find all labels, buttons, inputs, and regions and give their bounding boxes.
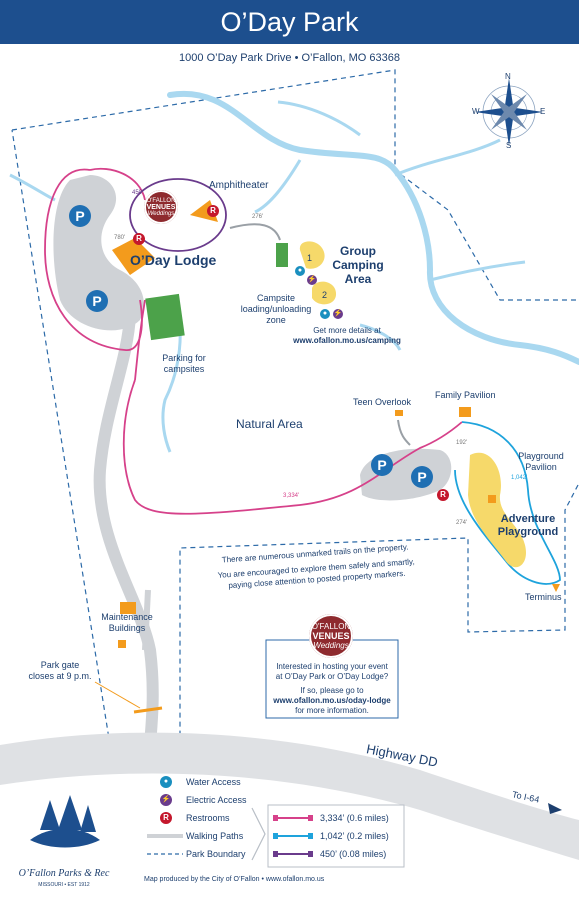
creek-branch-b <box>254 159 302 214</box>
playground-pavilion-structure <box>488 495 496 503</box>
legend-lightning-bolt-icon: ⚡ <box>160 794 172 806</box>
distance-label-780: 780' <box>114 235 126 241</box>
lightning-bolt-icon-site2: ⚡ <box>333 309 343 319</box>
distance-label-pink: 3,334' <box>283 493 300 499</box>
creek-branch-g <box>9 173 56 202</box>
restroom-icon-east: R <box>437 489 449 501</box>
legend-cyan-trail-label: 1,042’ (0.2 miles) <box>320 831 389 841</box>
distance-label-purple: 450' <box>132 190 144 196</box>
page-title: O’Day Park <box>0 0 579 44</box>
compass-s: S <box>506 141 512 150</box>
legend-pink-trail-label: 3,334’ (0.6 miles) <box>320 813 389 823</box>
distance-label-276: 276' <box>252 214 264 220</box>
teen-overlook-label: Teen Overlook <box>353 397 412 407</box>
restroom-icon-lodge: R <box>133 233 145 245</box>
restroom-icon-amphitheater: R <box>207 205 219 217</box>
pink-trail <box>44 168 463 515</box>
camping-site-2 <box>312 281 337 305</box>
compass-e: E <box>540 107 546 116</box>
campsite-parking-lot <box>145 293 185 341</box>
legend-walking-label: Walking Paths <box>186 831 244 841</box>
compass-n: N <box>505 72 511 81</box>
map-credit: Map produced by the City of O’Fallon • w… <box>144 876 325 883</box>
legend-electric-label: Electric Access <box>186 795 247 805</box>
creek-main <box>167 90 579 365</box>
walking-path-teen <box>397 419 411 446</box>
parking-icon-lodge-north: P <box>69 205 91 227</box>
family-pavilion-label: Family Pavilion <box>435 390 496 400</box>
oday-lodge-label: O’Day Lodge <box>130 252 217 268</box>
pink-trail-loop <box>89 167 146 381</box>
creek-branch-a <box>277 100 361 137</box>
purple-trail-loop <box>129 178 227 252</box>
legend-cyan-swatch <box>273 833 313 839</box>
legend-restroom-icon: R <box>160 812 172 824</box>
distance-label-cyan: 1,042' <box>511 475 528 481</box>
parking-icon-east-1: P <box>371 454 393 476</box>
park-road <box>93 314 159 746</box>
legend-purple-trail-label: 450’ (0.08 miles) <box>320 849 387 859</box>
maintenance-road <box>142 589 151 651</box>
legend-boundary-label: Park Boundary <box>186 849 246 859</box>
parking-icon-lodge-south: P <box>86 290 108 312</box>
legend-water-label: Water Access <box>186 777 241 787</box>
cyan-trail <box>454 421 561 585</box>
camp-site-number-2: 2 <box>322 290 328 300</box>
teen-overlook-structure <box>395 410 403 416</box>
creek-branch-e <box>359 323 402 351</box>
park-gate-bar <box>133 706 163 714</box>
creek-branch-c <box>394 138 501 177</box>
camping-site-1 <box>299 241 325 269</box>
terminus-label: Terminus <box>525 592 562 602</box>
legend-restrooms-label: Restrooms <box>186 813 230 823</box>
creek-branch-d <box>429 260 526 282</box>
compass-rose <box>475 78 543 146</box>
venues-info-text: Interested in hosting your event at O’Da… <box>273 662 391 715</box>
maintenance-building-1 <box>120 602 136 614</box>
parks-rec-logo-graphic <box>30 795 100 848</box>
legend-bracket <box>251 807 266 861</box>
compass-w: W <box>472 107 480 116</box>
lodge-building <box>112 238 155 275</box>
parks-rec-logo-subtext: MISSOURI • EST 1912 <box>38 882 90 888</box>
parking-icon-east-2: P <box>411 466 433 488</box>
water-drop-icon-site2: ● <box>320 309 330 319</box>
highway-dd <box>0 732 579 860</box>
family-pavilion-structure <box>459 407 471 417</box>
park-address: 1000 O’Day Park Drive • O’Fallon, MO 633… <box>179 52 400 64</box>
terminus-marker <box>552 584 560 592</box>
amphitheater-label: Amphitheater <box>209 180 269 191</box>
to-i64-arrow <box>548 803 562 814</box>
lightning-bolt-icon-site1: ⚡ <box>307 275 317 285</box>
maintenance-building-2 <box>118 640 126 648</box>
camp-site-number-1: 1 <box>307 253 313 263</box>
legend-purple-swatch <box>273 851 313 857</box>
natural-area-label: Natural Area <box>236 417 303 431</box>
parks-rec-logo-text: O’Fallon Parks & Rec <box>18 868 110 879</box>
walking-path-camp <box>229 223 281 241</box>
distance-label-274: 274' <box>456 520 468 526</box>
distance-label-192: 192' <box>456 440 468 446</box>
adventure-playground-area <box>468 452 526 568</box>
park-gate-leader <box>94 681 141 709</box>
water-drop-icon-site1: ● <box>295 266 305 276</box>
legend-water-drop-icon: ● <box>160 776 172 788</box>
legend-pink-swatch <box>273 815 313 821</box>
loading-zone <box>276 243 288 267</box>
